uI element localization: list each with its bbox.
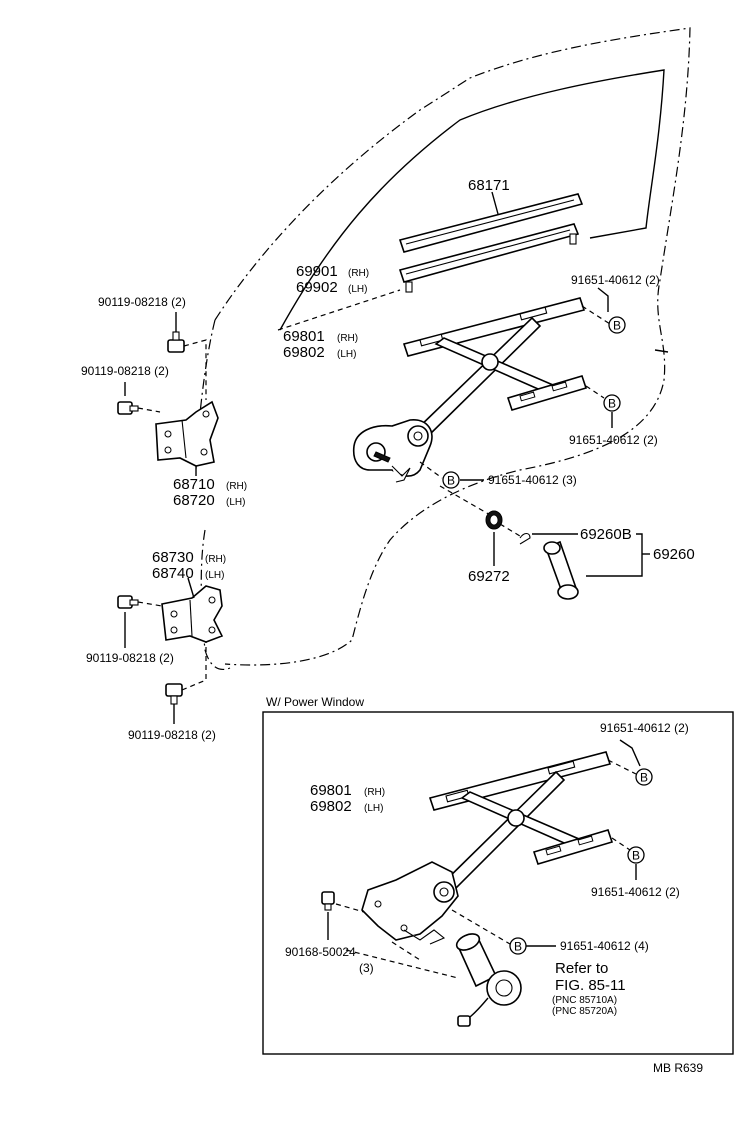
pw-screw-leader-3 <box>451 909 511 945</box>
hinge-leader-4 <box>181 642 207 691</box>
svg-text:B: B <box>640 771 648 785</box>
label-rh-2: (RH) <box>337 333 358 344</box>
marker-b-1: B <box>608 316 626 334</box>
regulator-handle <box>519 532 579 600</box>
label-regulator-rh: 69801 <box>283 328 325 345</box>
hinge-bolt-4 <box>165 683 183 705</box>
door-hinge-upper <box>155 400 219 467</box>
hinge-lower-pointer <box>187 577 195 599</box>
motor-screw-leader-1 <box>335 903 365 913</box>
window-regulator-power <box>361 751 614 945</box>
label-lh-2: (LH) <box>337 349 356 360</box>
label-washer: 69272 <box>468 568 510 585</box>
label-lh-5: (LH) <box>364 803 383 814</box>
marker-b-4: B <box>635 768 653 786</box>
door-outline <box>195 27 691 671</box>
label-hinge-upper-lh: 68720 <box>173 492 215 509</box>
label-pw-screw-2: 91651-40612 (2) <box>591 885 680 899</box>
screw-pointer-1 <box>597 287 609 312</box>
pw-screw-leader-2 <box>611 837 631 851</box>
label-rh-1: (RH) <box>348 268 369 279</box>
regulator-washer <box>485 510 503 530</box>
svg-text:B: B <box>514 940 522 954</box>
run-leader <box>277 289 401 331</box>
label-pw-screw-3: 91651-40612 (4) <box>560 939 649 953</box>
refer-fig-label: FIG. 85-11 <box>555 977 626 994</box>
svg-text:B: B <box>608 397 616 411</box>
svg-text:B: B <box>613 319 621 333</box>
pnc-label-1: (PNC 85710A) <box>552 995 617 1006</box>
handle-leader <box>499 523 521 537</box>
hinge-leader-1 <box>183 339 207 400</box>
screw-leader-3 <box>419 461 443 479</box>
marker-b-6: B <box>509 937 527 955</box>
washer-leader <box>439 485 493 517</box>
label-hinge-bolt-1: 90119-08218 (2) <box>98 295 186 309</box>
label-door-glass-channel: 68171 <box>468 177 510 194</box>
label-motor-screw-qty: (3) <box>359 961 374 975</box>
svg-text:B: B <box>447 474 455 488</box>
marker-b-5: B <box>627 846 645 864</box>
label-pw-regulator-rh: 69801 <box>310 782 352 799</box>
label-lh-4: (LH) <box>205 570 224 581</box>
label-rh-3: (RH) <box>226 481 247 492</box>
channel-pointer <box>491 191 499 215</box>
motor-mount-screw <box>321 891 335 911</box>
label-glass-run-lh: 69902 <box>296 279 338 296</box>
power-window-motor <box>455 933 522 1027</box>
screw-leader-2 <box>585 385 605 399</box>
label-hinge-upper-rh: 68710 <box>173 476 215 493</box>
svg-text:B: B <box>632 849 640 863</box>
label-handle: 69260 <box>653 546 695 563</box>
label-pw-screw-1: 91651-40612 (2) <box>600 721 689 735</box>
label-screw-1: 91651-40612 (2) <box>571 273 660 287</box>
hinge-bolt-2 <box>117 401 139 415</box>
label-screw-2: 91651-40612 (2) <box>569 433 658 447</box>
hinge-leader-2 <box>137 407 161 413</box>
glass-run-channel <box>398 223 580 293</box>
label-glass-run-rh: 69901 <box>296 263 338 280</box>
pw-screw-leader-1 <box>607 759 637 775</box>
motor-screw-leader-2 <box>345 949 459 979</box>
window-regulator-manual <box>352 297 588 483</box>
hinge-bolt-3 <box>117 595 139 609</box>
label-screw-3: 91651-40612 (3) <box>488 473 577 487</box>
label-lh-1: (LH) <box>348 284 367 295</box>
label-hinge-lower-lh: 68740 <box>152 565 194 582</box>
motor-screw-leader-3 <box>391 941 421 961</box>
marker-b-2: B <box>603 394 621 412</box>
diagram-code: MB R639 <box>653 1061 703 1075</box>
pnc-label-2: (PNC 85720A) <box>552 1006 617 1017</box>
door-glass-channel <box>398 193 584 253</box>
power-window-box <box>262 711 734 1055</box>
handle-bracket <box>586 533 643 577</box>
label-handle-sub: 69260B <box>580 526 632 543</box>
door-hinge-lower <box>161 585 224 643</box>
hinge-bolt-1 <box>167 331 185 353</box>
pw-screw-pointer-1 <box>619 739 641 767</box>
power-window-title: W/ Power Window <box>266 695 364 709</box>
refer-to-label: Refer to <box>555 960 608 977</box>
label-hinge-lower-rh: 68730 <box>152 549 194 566</box>
label-hinge-bolt-2: 90119-08218 (2) <box>81 364 169 378</box>
label-hinge-bolt-3: 90119-08218 (2) <box>86 651 174 665</box>
label-regulator-lh: 69802 <box>283 344 325 361</box>
label-rh-4: (RH) <box>205 554 226 565</box>
label-hinge-bolt-4: 90119-08218 (2) <box>128 728 216 742</box>
hinge-leader-3 <box>137 601 163 607</box>
label-pw-regulator-lh: 69802 <box>310 798 352 815</box>
label-lh-3: (LH) <box>226 497 245 508</box>
label-motor-screw: 90168-50024 <box>285 945 356 959</box>
screw-leader-1 <box>581 305 611 325</box>
marker-b-3: B <box>442 471 460 489</box>
label-rh-5: (RH) <box>364 787 385 798</box>
